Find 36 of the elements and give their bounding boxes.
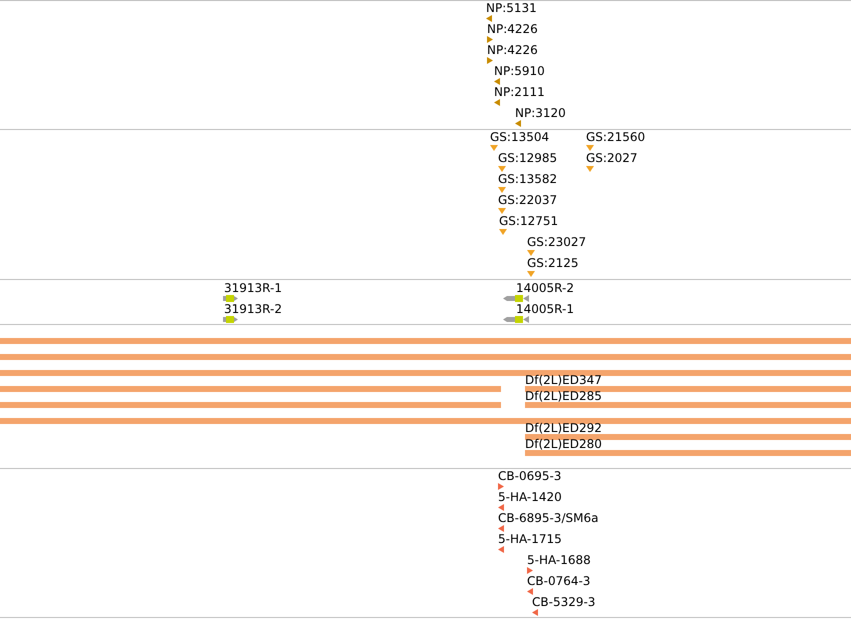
deficiency-bar — [0, 402, 501, 408]
feature-label: Df(2L)ED285 — [525, 390, 602, 403]
feature-label: GS:12985 — [498, 152, 558, 165]
feature-label: GS:2027 — [586, 152, 638, 165]
deficiency-bar — [0, 418, 851, 424]
feature-label: GS:13504 — [490, 131, 550, 144]
feature-label: CB-0764-3 — [527, 575, 590, 588]
feature-label: GS:12751 — [499, 215, 558, 228]
feature-label: 5-HA-1688 — [527, 554, 591, 567]
deficiency-bar — [0, 370, 851, 376]
feature-label: Df(2L)ED347 — [525, 374, 602, 387]
deficiency-bar — [0, 386, 501, 392]
deficiency-bar — [0, 354, 851, 360]
feature-label: CB-5329-3 — [532, 596, 596, 609]
feature-label: CB-6895-3/SM6a — [498, 512, 598, 525]
feature-label: 14005R-1 — [516, 303, 574, 316]
feature-label: NP:2111 — [494, 86, 545, 99]
feature-label: Df(2L)ED292 — [525, 422, 602, 435]
feature-label: 5-HA-1715 — [498, 533, 562, 546]
feature-label: 31913R-2 — [224, 303, 282, 316]
feature-label: NP:3120 — [515, 107, 566, 120]
feature-label: GS:21560 — [586, 131, 646, 144]
deficiency-bar — [0, 338, 851, 344]
feature-label: GS:2125 — [527, 257, 578, 270]
feature-label: NP:5131 — [486, 2, 537, 15]
feature-label: 14005R-2 — [516, 282, 574, 295]
feature-label: GS:22037 — [498, 194, 558, 207]
feature-label: NP:4226 — [487, 23, 538, 36]
feature-label: 31913R-1 — [224, 282, 282, 295]
feature-label: Df(2L)ED280 — [525, 438, 602, 451]
feature-label: GS:23027 — [527, 236, 586, 249]
feature-label: GS:13582 — [498, 173, 558, 186]
feature-label: CB-0695-3 — [498, 470, 562, 483]
feature-label: NP:5910 — [494, 65, 545, 78]
feature-label: 5-HA-1420 — [498, 491, 562, 504]
feature-label: NP:4226 — [487, 44, 538, 57]
